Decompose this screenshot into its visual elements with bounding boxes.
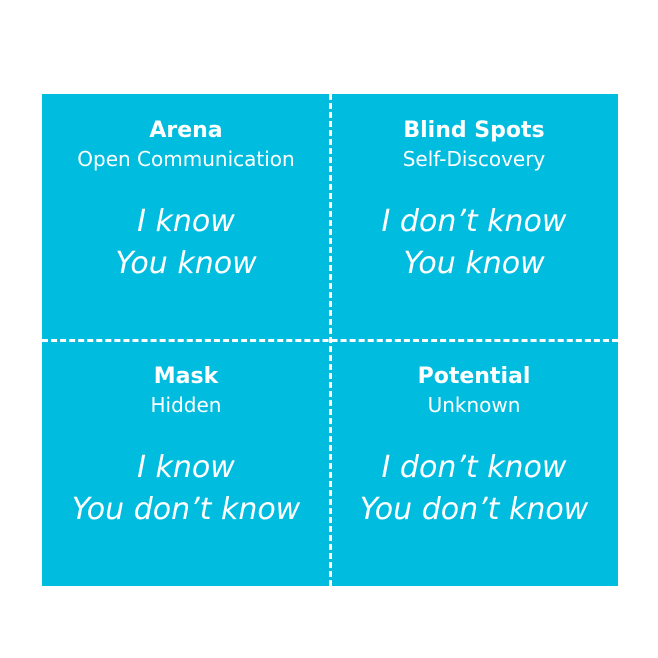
quadrant-self-line: I don’t know: [381, 204, 567, 239]
johari-window: Arena Open Communication I know You know…: [42, 94, 618, 586]
quadrant-subtitle: Unknown: [427, 393, 521, 417]
quadrant-arena: Arena Open Communication I know You know: [42, 94, 330, 340]
quadrant-subtitle: Open Communication: [77, 147, 295, 171]
quadrant-subtitle: Hidden: [150, 393, 222, 417]
quadrant-potential: Potential Unknown I don’t know You don’t…: [330, 340, 618, 586]
quadrant-others-line: You know: [403, 246, 545, 281]
quadrant-title: Potential: [417, 364, 531, 389]
horizontal-divider: [42, 339, 618, 342]
quadrant-others-line: You know: [115, 246, 257, 281]
quadrant-title: Arena: [149, 118, 223, 143]
quadrant-mask: Mask Hidden I know You don’t know: [42, 340, 330, 586]
quadrant-others-line: You don’t know: [359, 492, 589, 527]
quadrant-subtitle: Self-Discovery: [402, 147, 546, 171]
quadrant-self-line: I know: [137, 450, 235, 485]
quadrant-others-line: You don’t know: [71, 492, 301, 527]
quadrant-title: Mask: [153, 364, 219, 389]
quadrant-self-line: I know: [137, 204, 235, 239]
quadrant-blind-spots: Blind Spots Self-Discovery I don’t know …: [330, 94, 618, 340]
quadrant-self-line: I don’t know: [381, 450, 567, 485]
quadrant-title: Blind Spots: [403, 118, 545, 143]
